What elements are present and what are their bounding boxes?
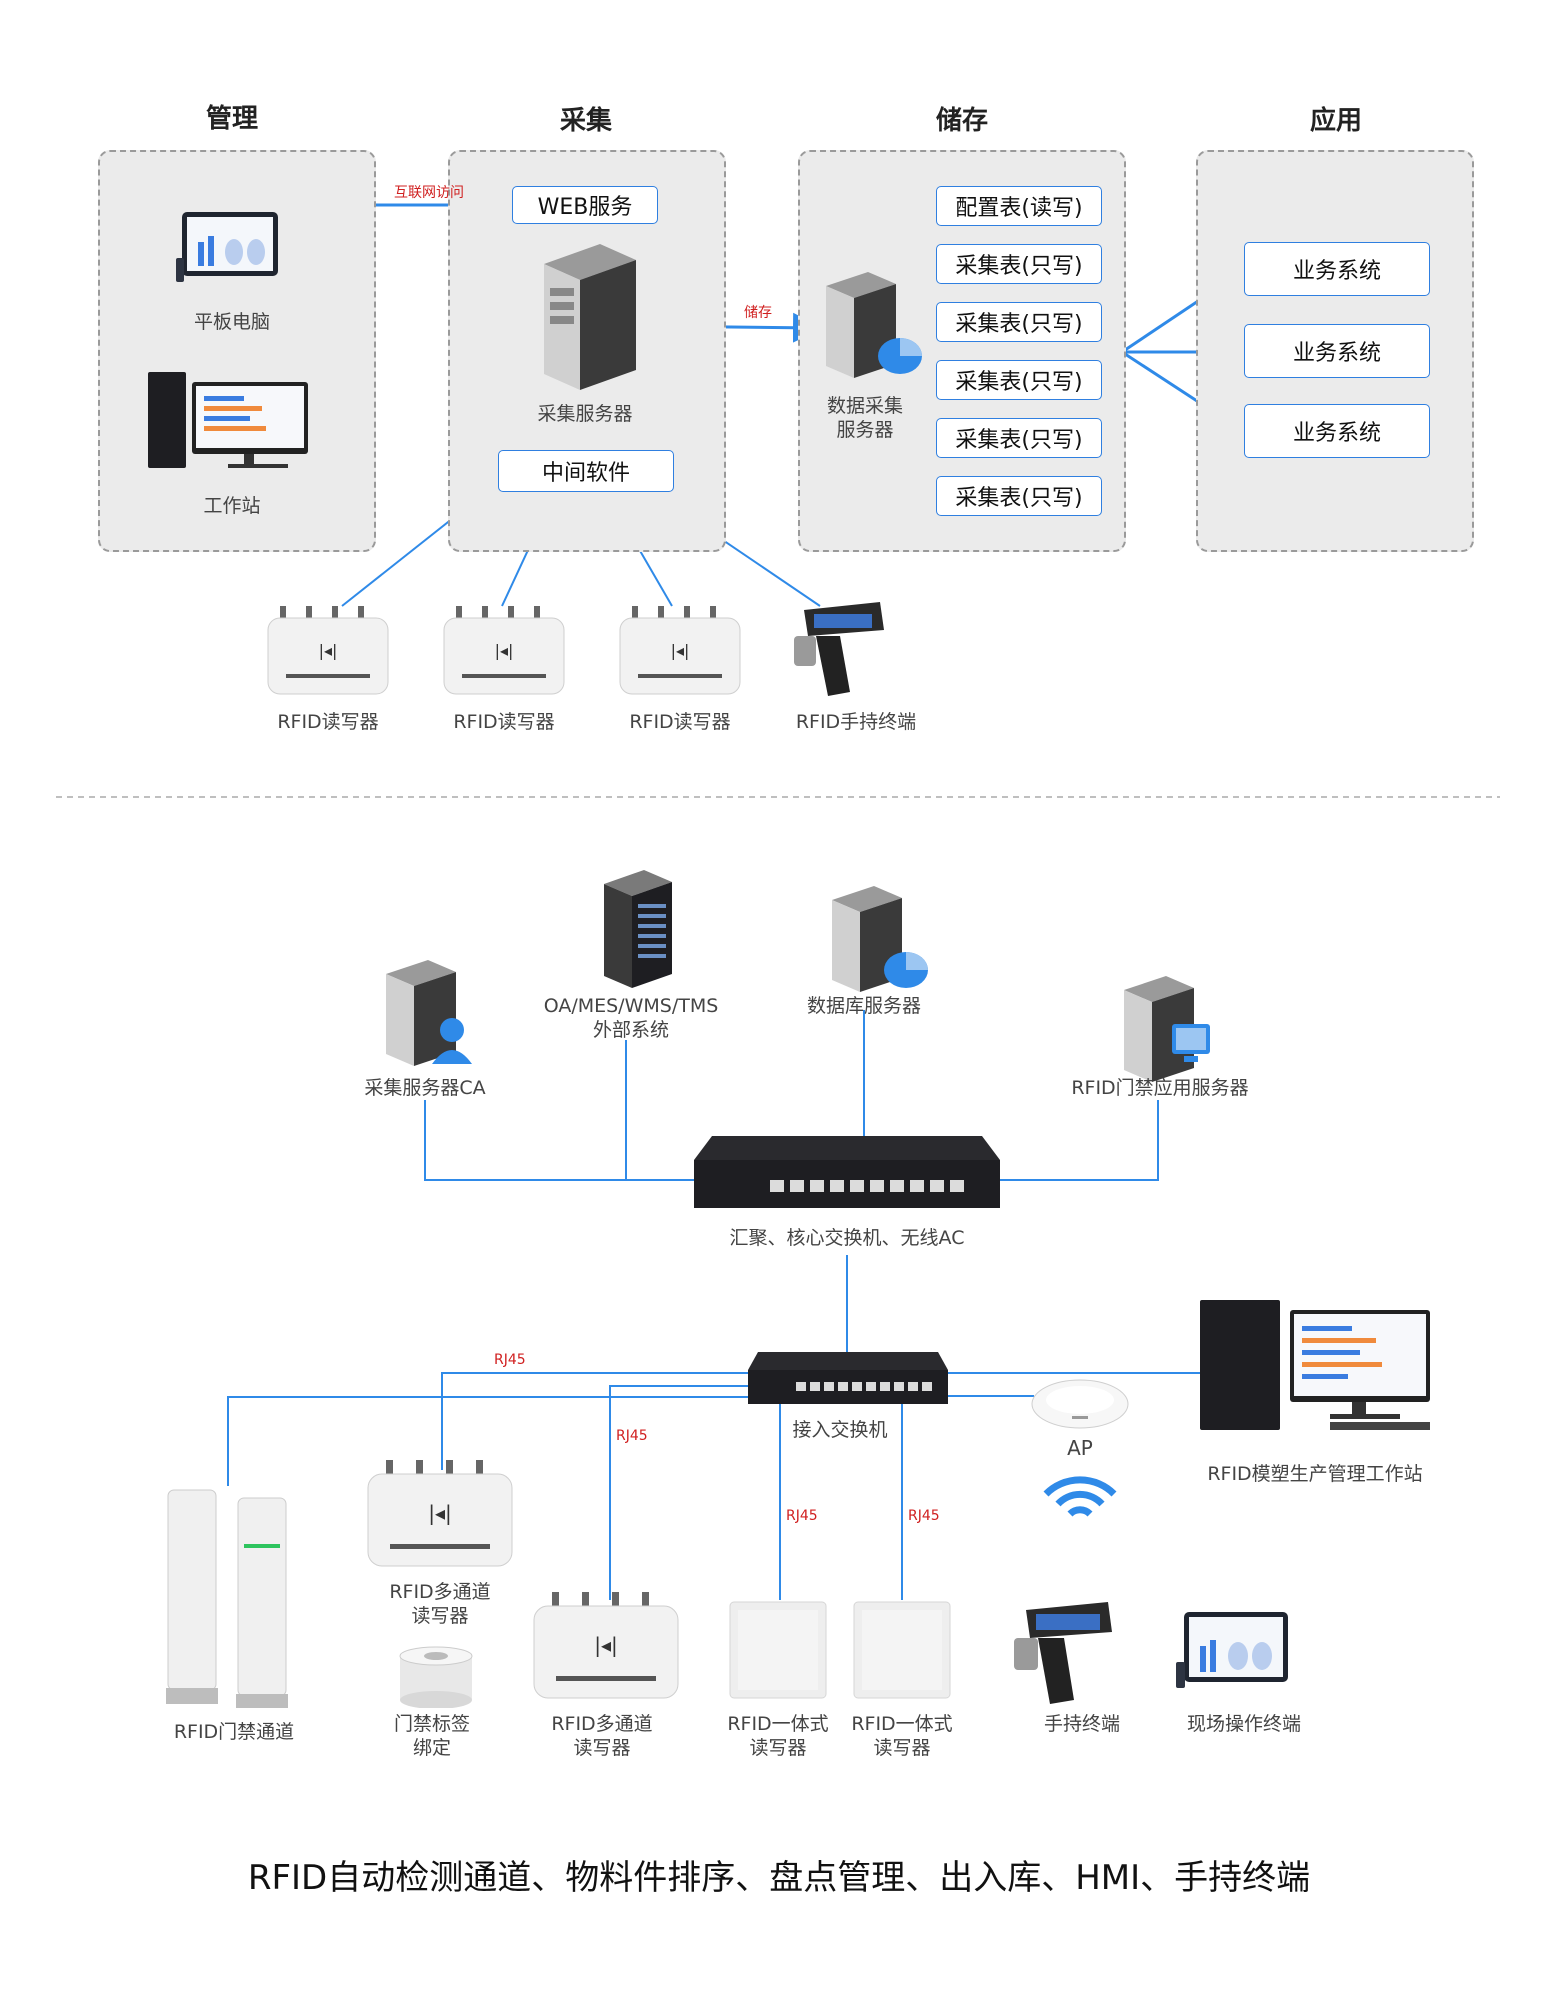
rfid-reader-label-3: RFID读写器 bbox=[629, 711, 731, 733]
workstation-icon bbox=[148, 372, 316, 476]
core-switch-label: 汇聚、核心交换机、无线AC bbox=[729, 1227, 965, 1249]
external-system-icon bbox=[600, 870, 676, 994]
svg-text:|◂|: |◂| bbox=[319, 641, 338, 660]
svg-text:|◂|: |◂| bbox=[428, 1501, 452, 1525]
ca-server-label: 采集服务器CA bbox=[364, 1077, 486, 1099]
column-title-collect: 采集 bbox=[559, 106, 612, 136]
middleware-box: 中间软件 bbox=[498, 450, 674, 492]
collect-table-box-2: 采集表(只写) bbox=[936, 302, 1102, 342]
svg-text:|◂|: |◂| bbox=[495, 641, 514, 660]
onsite-terminal-icon bbox=[1176, 1610, 1290, 1696]
access-switch-icon bbox=[748, 1352, 948, 1410]
column-title-store: 储存 bbox=[935, 106, 988, 136]
rfid-reader-label-1: RFID读写器 bbox=[277, 711, 379, 733]
rfid-handheld-label: RFID手持终端 bbox=[795, 711, 917, 733]
rfid-reader-icon-1: |◂| bbox=[266, 606, 390, 700]
production-workstation-icon bbox=[1200, 1300, 1434, 1436]
core-switch-icon bbox=[694, 1136, 1000, 1216]
ap-label: AP bbox=[1067, 1436, 1093, 1460]
multi-reader-label-1: RFID多通道 读写器 bbox=[389, 1581, 491, 1627]
internet-access-label: 互联网访问 bbox=[394, 185, 464, 201]
integrated-reader-label-2: RFID一体式 读写器 bbox=[851, 1713, 953, 1759]
business-system-box-3: 业务系统 bbox=[1244, 404, 1430, 458]
business-system-box-2: 业务系统 bbox=[1244, 324, 1430, 378]
handheld-terminal-label: 手持终端 bbox=[1043, 1713, 1120, 1735]
column-title-manage: 管理 bbox=[205, 104, 258, 134]
multi-reader-icon-2: |◂| bbox=[532, 1592, 680, 1704]
integrated-reader-icon-2 bbox=[852, 1600, 952, 1704]
data-server-label: 数据采集 服务器 bbox=[826, 395, 903, 441]
web-service-box: WEB服务 bbox=[512, 186, 658, 224]
onsite-terminal-label: 现场操作终端 bbox=[1186, 1713, 1301, 1735]
config-table-box: 配置表(读写) bbox=[936, 186, 1102, 226]
column-title-apply: 应用 bbox=[1309, 106, 1362, 136]
tablet-icon bbox=[176, 210, 280, 288]
svg-text:|◂|: |◂| bbox=[594, 1633, 618, 1657]
business-system-box-1: 业务系统 bbox=[1244, 242, 1430, 296]
tag-binding-label: 门禁标签 绑定 bbox=[393, 1713, 470, 1759]
collect-server-label: 采集服务器 bbox=[537, 403, 633, 425]
rfid-reader-label-2: RFID读写器 bbox=[453, 711, 555, 733]
tag-roll-icon bbox=[396, 1646, 476, 1712]
external-system-label: OA/MES/WMS/TMS 外部系统 bbox=[543, 995, 719, 1041]
gate-app-server-label: RFID门禁应用服务器 bbox=[1071, 1077, 1249, 1099]
ap-device-icon bbox=[1030, 1378, 1130, 1434]
collect-table-box-5: 采集表(只写) bbox=[936, 476, 1102, 516]
svg-text:|◂|: |◂| bbox=[671, 641, 690, 660]
multi-reader-icon-1: |◂| bbox=[366, 1460, 514, 1572]
rj45-label-1: RJ45 bbox=[494, 1352, 526, 1368]
collect-table-box-4: 采集表(只写) bbox=[936, 418, 1102, 458]
integrated-reader-icon-1 bbox=[728, 1600, 828, 1704]
rfid-handheld-icon bbox=[794, 600, 890, 704]
collect-server-icon bbox=[530, 244, 640, 396]
access-switch-label: 接入交换机 bbox=[792, 1419, 888, 1441]
gate-app-server-icon bbox=[1120, 976, 1212, 1088]
tablet-label: 平板电脑 bbox=[193, 311, 270, 333]
collect-table-box-1: 采集表(只写) bbox=[936, 244, 1102, 284]
wifi-icon bbox=[1040, 1464, 1120, 1524]
integrated-reader-label-1: RFID一体式 读写器 bbox=[727, 1713, 829, 1759]
rfid-reader-icon-3: |◂| bbox=[618, 606, 742, 700]
rj45-label-2: RJ45 bbox=[616, 1428, 648, 1444]
rj45-label-3: RJ45 bbox=[786, 1508, 818, 1524]
multi-reader-label-2: RFID多通道 读写器 bbox=[551, 1713, 653, 1759]
ca-server-icon bbox=[382, 960, 476, 1074]
diagram-caption: RFID自动检测通道、物料件排序、盘点管理、出入库、HMI、手持终端 bbox=[247, 1858, 1311, 1898]
rfid-reader-icon-2: |◂| bbox=[442, 606, 566, 700]
rj45-label-4: RJ45 bbox=[908, 1508, 940, 1524]
rfid-gate-icon bbox=[164, 1484, 300, 1714]
workstation-label: 工作站 bbox=[203, 495, 261, 517]
db-server-label: 数据库服务器 bbox=[806, 995, 921, 1017]
rfid-gate-label: RFID门禁通道 bbox=[173, 1721, 295, 1743]
handheld-terminal-icon bbox=[1014, 1600, 1120, 1714]
store-link-label: 储存 bbox=[744, 305, 772, 321]
data-server-icon bbox=[822, 272, 922, 386]
db-server-icon bbox=[828, 886, 928, 1000]
production-workstation-label: RFID模塑生产管理工作站 bbox=[1207, 1463, 1423, 1485]
collect-table-box-3: 采集表(只写) bbox=[936, 360, 1102, 400]
